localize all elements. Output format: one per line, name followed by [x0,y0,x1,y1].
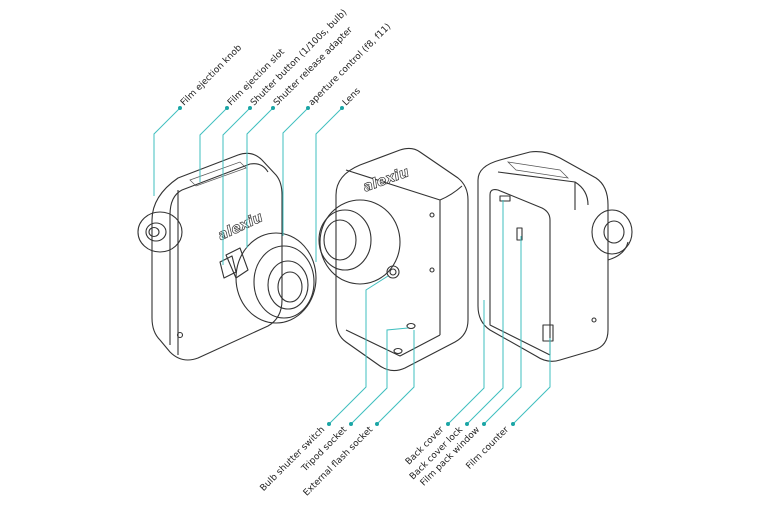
camera-back-view [477,151,633,362]
bulb-shutter-switch [386,265,400,279]
label-shutter-button: Shutter button (1/100s, bulb) [249,8,349,108]
film-ejection-knob [137,211,183,253]
lens [267,260,309,310]
film-counter [542,324,554,342]
external-flash-socket [393,347,403,355]
film-pack-window [516,227,523,241]
bottom-callouts: Bulb shutter switch Tripod socket Extern… [259,200,551,498]
camera-side-view: alexiu [318,147,469,372]
back-cover-lock [499,195,511,202]
back-cover [489,189,551,356]
brand-logo-side: alexiu [361,164,411,195]
tripod-socket [406,322,416,330]
camera-front-view: alexiu [137,152,317,361]
top-callouts: Film ejection knob Film ejection slot Sh… [153,8,393,265]
label-lens: Lens [341,86,363,108]
